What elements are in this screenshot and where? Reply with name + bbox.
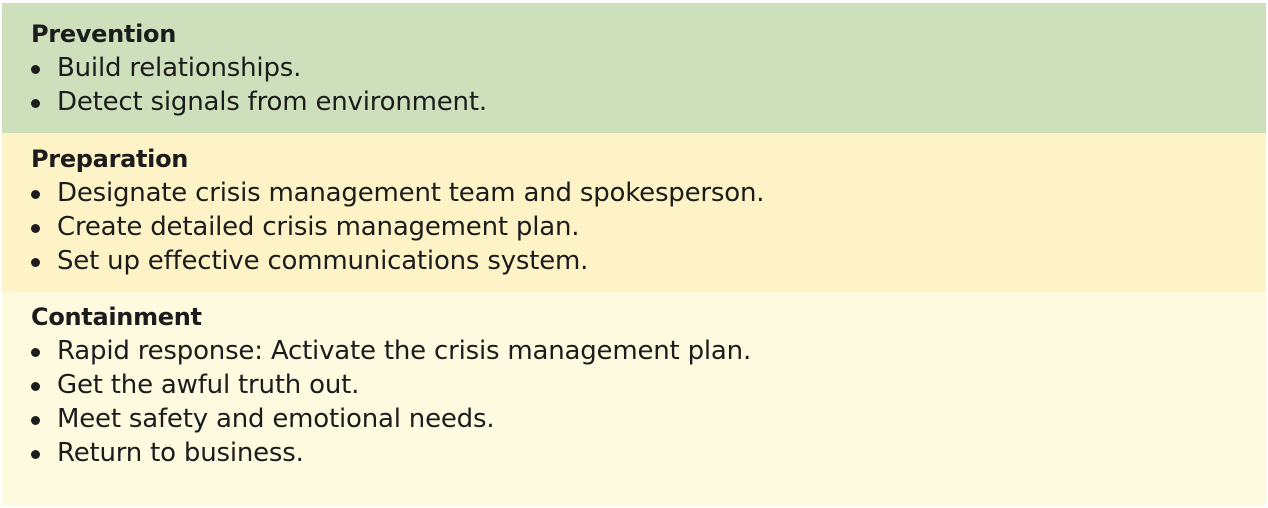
list-item-text: Rapid response: Activate the crisis mana…: [57, 336, 752, 366]
section-heading: Containment: [31, 303, 202, 331]
list-item: Detect signals from environment.: [31, 85, 1266, 119]
list-item-text: Build relationships.: [57, 53, 302, 83]
bullet-icon: [31, 416, 40, 425]
list-item-text: Get the awful truth out.: [57, 370, 360, 400]
list-item-text: Return to business.: [57, 438, 304, 468]
bullet-icon: [31, 450, 40, 459]
bullet-list: Rapid response: Activate the crisis mana…: [31, 334, 1266, 470]
list-item: Create detailed crisis management plan.: [31, 210, 1266, 244]
list-item-text: Set up effective communications system.: [57, 246, 589, 276]
bullet-icon: [31, 258, 40, 267]
list-item: Rapid response: Activate the crisis mana…: [31, 334, 1266, 368]
list-item-text: Meet safety and emotional needs.: [57, 404, 495, 434]
bullet-icon: [31, 348, 40, 357]
section-heading: Preparation: [31, 145, 189, 173]
bullet-icon: [31, 382, 40, 391]
containment-section: Containment Rapid response: Activate the…: [2, 292, 1266, 506]
list-item: Meet safety and emotional needs.: [31, 402, 1266, 436]
list-item: Set up effective communications system.: [31, 244, 1266, 278]
preparation-section: Preparation Designate crisis management …: [2, 133, 1266, 292]
list-item: Return to business.: [31, 436, 1266, 470]
section-heading: Prevention: [31, 20, 176, 48]
list-item: Build relationships.: [31, 51, 1266, 85]
prevention-section: Prevention Build relationships. Detect s…: [2, 3, 1266, 133]
bullet-icon: [31, 224, 40, 233]
list-item-text: Designate crisis management team and spo…: [57, 178, 765, 208]
list-item: Designate crisis management team and spo…: [31, 176, 1266, 210]
bullet-icon: [31, 190, 40, 199]
bullet-list: Designate crisis management team and spo…: [31, 176, 1266, 278]
bullet-icon: [31, 99, 40, 108]
list-item-text: Detect signals from environment.: [57, 87, 487, 117]
list-item: Get the awful truth out.: [31, 368, 1266, 402]
bullet-list: Build relationships. Detect signals from…: [31, 51, 1266, 119]
bullet-icon: [31, 65, 40, 74]
list-item-text: Create detailed crisis management plan.: [57, 212, 580, 242]
